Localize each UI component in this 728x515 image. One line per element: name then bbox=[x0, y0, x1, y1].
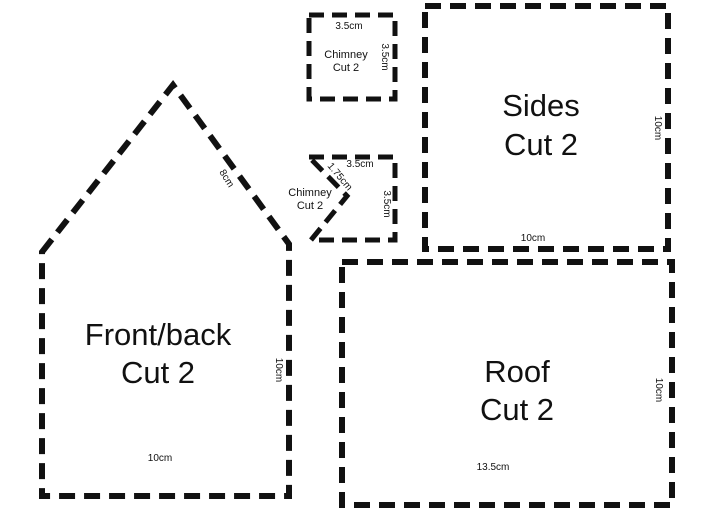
front-back-side-dimension: 10cm bbox=[273, 358, 284, 382]
front-back-piece: Front/back Cut 2 8cm 10cm 10cm bbox=[39, 80, 292, 499]
chimney-square-side-dimension: 3.5cm bbox=[379, 43, 390, 70]
chimney-notched-side-dimension: 3.5cm bbox=[381, 190, 392, 217]
roof-title: Roof bbox=[484, 354, 550, 389]
chimney-notched-cut-count: Cut 2 bbox=[297, 200, 323, 212]
chimney-square-top-dimension: 3.5cm bbox=[335, 21, 362, 32]
chimney-notched-outline bbox=[303, 154, 398, 243]
chimney-square-title: Chimney bbox=[324, 49, 368, 61]
sides-outline bbox=[422, 3, 671, 252]
chimney-square-outline bbox=[306, 12, 398, 102]
roof-outline bbox=[339, 259, 675, 508]
roof-bottom-dimension: 13.5cm bbox=[477, 462, 510, 473]
sides-piece: Sides Cut 2 10cm 10cm bbox=[422, 3, 671, 252]
sides-title: Sides bbox=[502, 88, 580, 123]
chimney-notched-top-dimension: 3.5cm bbox=[346, 159, 373, 170]
front-back-title: Front/back bbox=[85, 317, 232, 352]
roof-cut-count: Cut 2 bbox=[480, 392, 554, 427]
sides-side-dimension: 10cm bbox=[652, 116, 663, 140]
chimney-square-cut-count: Cut 2 bbox=[333, 62, 359, 74]
roof-side-dimension: 10cm bbox=[653, 378, 664, 402]
front-back-outline bbox=[39, 80, 292, 499]
chimney-notched-title: Chimney bbox=[288, 187, 332, 199]
front-back-cut-count: Cut 2 bbox=[121, 355, 195, 390]
sides-cut-count: Cut 2 bbox=[504, 127, 578, 162]
sides-bottom-dimension: 10cm bbox=[521, 233, 545, 244]
front-back-bottom-dimension: 10cm bbox=[148, 453, 172, 464]
roof-piece: Roof Cut 2 10cm 13.5cm bbox=[339, 259, 675, 508]
chimney-notched-piece: 3.5cm 1.75cm 3.5cm Chimney Cut 2 bbox=[288, 154, 398, 243]
chimney-square-piece: 3.5cm 3.5cm Chimney Cut 2 bbox=[306, 12, 398, 102]
front-back-roof-edge-dimension: 8cm bbox=[216, 168, 235, 190]
